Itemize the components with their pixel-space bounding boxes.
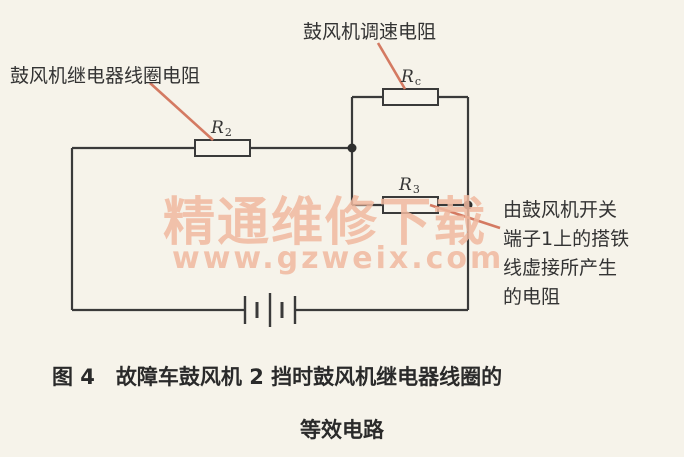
resistor-r2 bbox=[194, 139, 251, 157]
leader-r3-note bbox=[429, 203, 501, 230]
junction-left bbox=[347, 143, 357, 153]
watermark: 精通维修下载 www.gzweix.com bbox=[163, 193, 504, 276]
watermark-cn: 精通维修下载 bbox=[163, 193, 487, 253]
battery-symbol bbox=[243, 293, 297, 327]
resistor-r3 bbox=[382, 196, 439, 214]
label-rc: Rc bbox=[400, 67, 421, 88]
junction-right bbox=[463, 200, 473, 210]
r3-note-line-2: 端子1上的搭铁 bbox=[503, 228, 629, 250]
leader-speed-resistor bbox=[376, 42, 407, 90]
label-speed-resistor: 鼓风机调速电阻 bbox=[303, 21, 436, 43]
r3-annotation: 由鼓风机开关 端子1上的搭铁 线虚接所产生 的电阻 bbox=[503, 199, 629, 308]
leader-relay-coil bbox=[149, 82, 214, 141]
caption-line-2: 等效电路 bbox=[300, 418, 385, 442]
label-r3: R3 bbox=[398, 175, 420, 196]
r3-note-line-4: 的电阻 bbox=[503, 286, 560, 308]
label-r2: R2 bbox=[210, 118, 232, 139]
resistor-rc bbox=[382, 88, 439, 106]
caption-line-1: 图 4 故障车鼓风机 2 挡时鼓风机继电器线圈的 bbox=[52, 365, 502, 389]
r3-note-line-3: 线虚接所产生 bbox=[503, 257, 617, 279]
r3-note-line-1: 由鼓风机开关 bbox=[503, 199, 617, 221]
watermark-url: www.gzweix.com bbox=[172, 241, 504, 276]
label-relay-coil-resistor: 鼓风机继电器线圈电阻 bbox=[10, 65, 200, 87]
